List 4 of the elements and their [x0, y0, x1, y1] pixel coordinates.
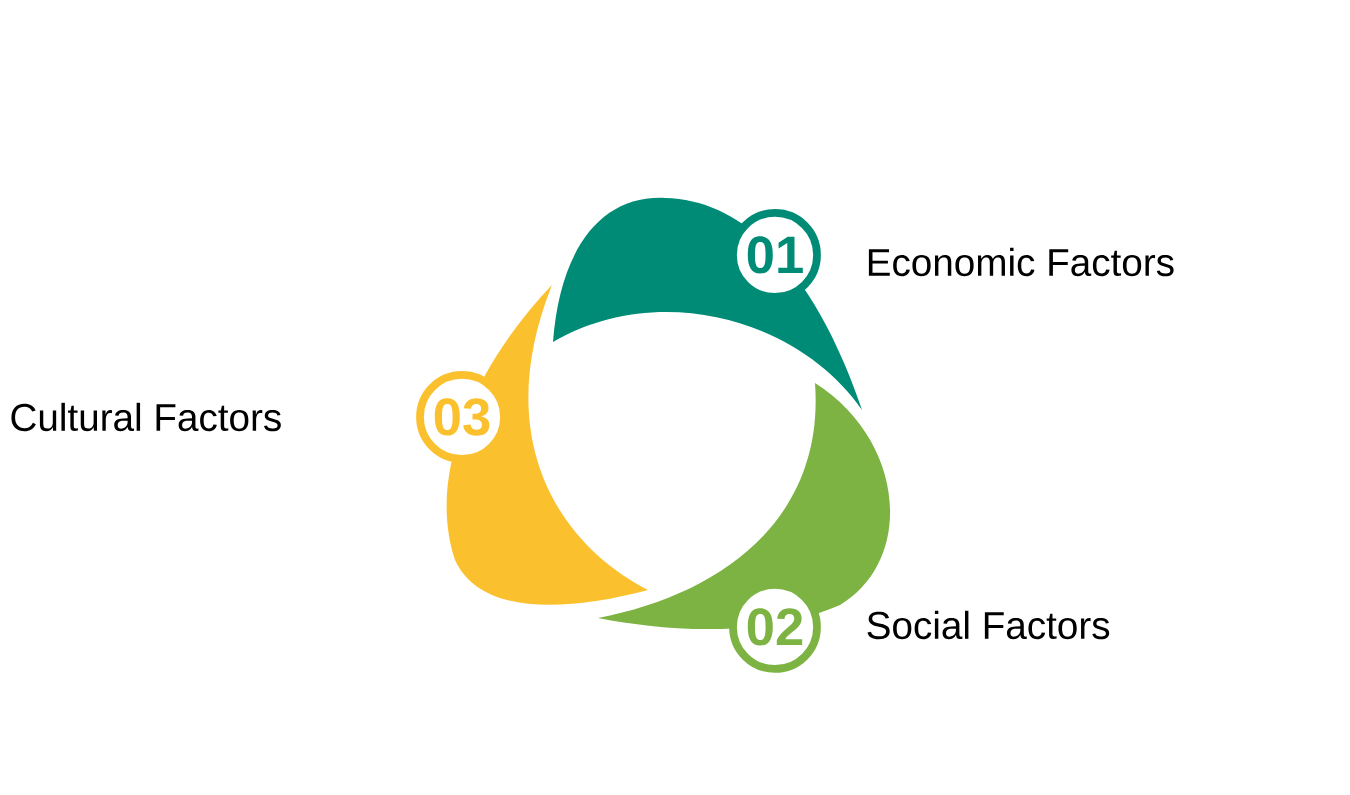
numbered-segment: 03 [416, 285, 648, 605]
numbered-segment: 01 [553, 198, 862, 410]
factor-label: Economic Factors [868, 247, 1174, 277]
factor-label: Cultural Factors [11, 402, 281, 432]
